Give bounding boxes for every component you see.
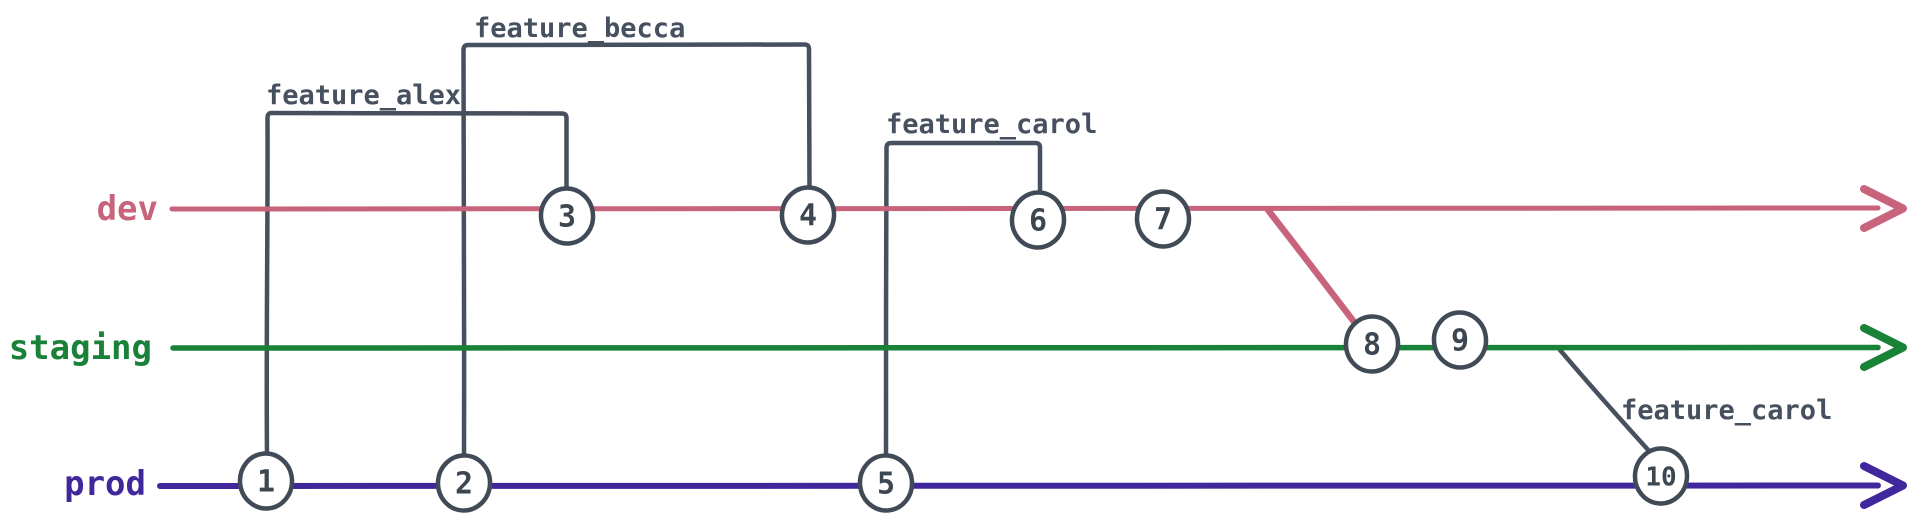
branch-label-prod: prod — [64, 464, 146, 504]
feature-label-alex: feature_alex — [266, 80, 461, 111]
commit-node-10: 10 — [1632, 446, 1690, 506]
commit-circle — [1343, 314, 1401, 374]
commit-node-7: 7 — [1134, 189, 1192, 249]
commit-circle — [1009, 190, 1067, 250]
branch-label-staging: staging — [9, 328, 152, 368]
commit-node-3: 3 — [538, 186, 596, 246]
commit-number: 5 — [877, 467, 895, 502]
dev-arrow-icon — [1860, 185, 1907, 232]
commit-circle — [538, 186, 596, 246]
commit-circle — [1431, 310, 1489, 370]
feature-label-carol: feature_carol — [886, 109, 1097, 140]
commit-number: 2 — [455, 467, 473, 502]
commit-node-1: 1 — [237, 451, 295, 511]
commit-number: 8 — [1363, 328, 1381, 363]
commit-node-6: 6 — [1009, 190, 1067, 250]
staging-branch-line — [170, 344, 1881, 352]
staging-arrow-icon — [1860, 324, 1907, 371]
commit-node-2: 2 — [435, 453, 493, 513]
prod-arrow-icon — [1860, 462, 1907, 509]
commit-circle — [435, 453, 493, 513]
commit-node-8: 8 — [1343, 314, 1401, 374]
commit-nodes: 1 2 3 4 5 6 7 8 — [237, 185, 1690, 513]
dev-to-staging-merge-line — [1264, 206, 1362, 331]
commit-circle — [1134, 189, 1192, 249]
feature-alex-line — [264, 110, 569, 460]
feature-label-carol-2: feature_carol — [1621, 395, 1832, 426]
commit-circle — [779, 185, 837, 245]
commit-number: 9 — [1451, 324, 1469, 359]
feature-branch-lines — [264, 42, 1653, 460]
branch-label-dev: dev — [97, 189, 158, 229]
commit-number: 6 — [1029, 204, 1047, 239]
commit-number: 4 — [799, 199, 817, 234]
prod-branch-line — [157, 482, 1881, 490]
commit-node-5: 5 — [857, 453, 915, 513]
commit-number: 7 — [1154, 203, 1172, 238]
commit-circle — [237, 451, 295, 511]
feature-carol-line — [883, 140, 1043, 460]
commit-node-4: 4 — [779, 185, 837, 245]
commit-circle — [1632, 446, 1690, 506]
feature-becca-line — [461, 42, 812, 460]
commit-number: 10 — [1645, 463, 1676, 493]
commit-node-9: 9 — [1431, 310, 1489, 370]
commit-circle — [857, 453, 915, 513]
commit-number: 1 — [257, 465, 275, 500]
feature-label-becca: feature_becca — [474, 13, 685, 44]
feature-carol-2-line — [1557, 347, 1653, 455]
commit-number: 3 — [558, 200, 576, 235]
